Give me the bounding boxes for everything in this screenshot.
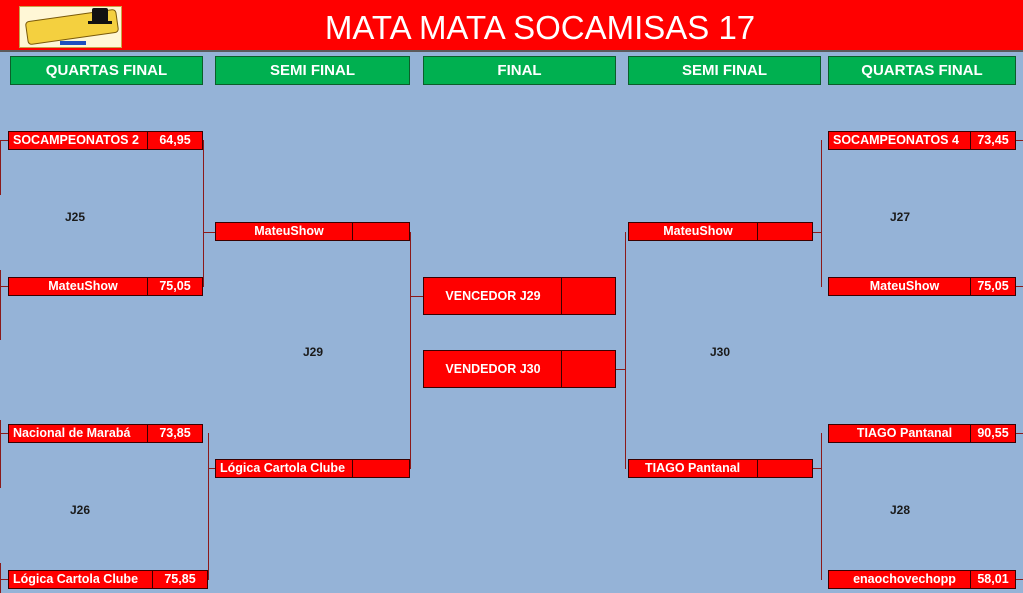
game-label: J27 bbox=[889, 210, 911, 224]
game-label: J30 bbox=[709, 345, 731, 359]
game-label: J29 bbox=[302, 345, 324, 359]
bracket-line bbox=[1016, 579, 1023, 580]
logo bbox=[19, 6, 122, 48]
team-score: 73,85 bbox=[147, 425, 202, 442]
column-header-right-semifinal: SEMI FINAL bbox=[628, 56, 821, 85]
team-name: Nacional de Marabá bbox=[13, 426, 131, 440]
bracket-line bbox=[410, 296, 423, 297]
bracket-line bbox=[0, 420, 1, 488]
bracket-line bbox=[208, 433, 209, 580]
game-label: J28 bbox=[889, 503, 911, 517]
team-name: TIAGO Pantanal bbox=[856, 426, 953, 440]
team-name: TIAGO Pantanal bbox=[645, 461, 741, 475]
game-label: J26 bbox=[69, 503, 91, 517]
team-name: MateuShow bbox=[254, 224, 324, 238]
team-name: MateuShow bbox=[48, 279, 118, 293]
team-score: 90,55 bbox=[970, 425, 1015, 442]
bracket-line bbox=[1016, 140, 1023, 141]
bracket-line bbox=[0, 563, 1, 593]
bracket-line bbox=[203, 140, 204, 287]
game-label: J25 bbox=[64, 210, 86, 224]
column-header-final: FINAL bbox=[423, 56, 616, 85]
bracket-line bbox=[821, 433, 822, 580]
bracket-line bbox=[813, 232, 821, 233]
column-header-left-semifinal: SEMI FINAL bbox=[215, 56, 410, 85]
page-header bbox=[0, 0, 1023, 52]
team-name: VENCEDOR J29 bbox=[445, 289, 541, 303]
team-score: 73,45 bbox=[970, 132, 1015, 149]
team-name: MateuShow bbox=[663, 224, 733, 238]
bracket-line bbox=[0, 140, 1, 195]
team-score bbox=[561, 351, 615, 387]
team-box-left-sf-2[interactable]: Lógica Cartola Clube bbox=[215, 459, 410, 478]
final-slot-2[interactable]: VENDEDOR J30 bbox=[423, 350, 616, 388]
team-score: 75,85 bbox=[152, 571, 207, 588]
team-box-left-qf-3[interactable]: Nacional de Marabá 73,85 bbox=[8, 424, 203, 443]
team-box-left-qf-4[interactable]: Lógica Cartola Clube 75,85 bbox=[8, 570, 208, 589]
team-score bbox=[561, 278, 615, 314]
logo-flag-bar bbox=[60, 41, 86, 45]
team-box-right-sf-2[interactable]: TIAGO Pantanal bbox=[628, 459, 813, 478]
team-name: Lógica Cartola Clube bbox=[220, 461, 346, 475]
bracket-line bbox=[410, 232, 411, 469]
team-box-right-qf-2[interactable]: MateuShow 75,05 bbox=[828, 277, 1016, 296]
team-name: SOCAMPEONATOS 2 bbox=[13, 133, 139, 147]
team-name: VENDEDOR J30 bbox=[445, 362, 541, 376]
bracket-line bbox=[0, 579, 8, 580]
team-box-left-sf-1[interactable]: MateuShow bbox=[215, 222, 410, 241]
team-score bbox=[352, 460, 409, 477]
team-name: enaochovechopp bbox=[853, 572, 956, 586]
team-box-right-sf-1[interactable]: MateuShow bbox=[628, 222, 813, 241]
bracket-line bbox=[208, 468, 215, 469]
bracket-line bbox=[0, 286, 8, 287]
bracket-line bbox=[0, 140, 8, 141]
team-score bbox=[757, 223, 812, 240]
column-header-left-quarterfinal: QUARTAS FINAL bbox=[10, 56, 203, 85]
team-name: SOCAMPEONATOS 4 bbox=[833, 133, 959, 147]
bracket-line bbox=[1016, 433, 1023, 434]
bracket-line bbox=[813, 468, 821, 469]
team-score: 58,01 bbox=[970, 571, 1015, 588]
team-name: Lógica Cartola Clube bbox=[13, 572, 139, 586]
team-name: MateuShow bbox=[869, 279, 940, 293]
bracket-line bbox=[0, 270, 1, 340]
team-box-right-qf-1[interactable]: SOCAMPEONATOS 4 73,45 bbox=[828, 131, 1016, 150]
team-score: 75,05 bbox=[147, 278, 202, 295]
team-score bbox=[757, 460, 812, 477]
bracket-line bbox=[616, 369, 626, 370]
column-header-right-quarterfinal: QUARTAS FINAL bbox=[828, 56, 1016, 85]
team-box-right-qf-3[interactable]: TIAGO Pantanal 90,55 bbox=[828, 424, 1016, 443]
team-score bbox=[352, 223, 409, 240]
team-box-left-qf-1[interactable]: SOCAMPEONATOS 2 64,95 bbox=[8, 131, 203, 150]
bracket-line bbox=[821, 140, 822, 287]
bracket-line bbox=[0, 433, 8, 434]
final-slot-1[interactable]: VENCEDOR J29 bbox=[423, 277, 616, 315]
bracket-line bbox=[1016, 286, 1023, 287]
team-score: 64,95 bbox=[147, 132, 202, 149]
bracket-line bbox=[625, 232, 626, 469]
top-hat-icon bbox=[88, 8, 112, 24]
page-title: MATA MATA SOCAMISAS 17 bbox=[324, 9, 756, 46]
team-box-right-qf-4[interactable]: enaochovechopp 58,01 bbox=[828, 570, 1016, 589]
team-box-left-qf-2[interactable]: MateuShow 75,05 bbox=[8, 277, 203, 296]
bracket-line bbox=[203, 232, 215, 233]
team-score: 75,05 bbox=[970, 278, 1015, 295]
